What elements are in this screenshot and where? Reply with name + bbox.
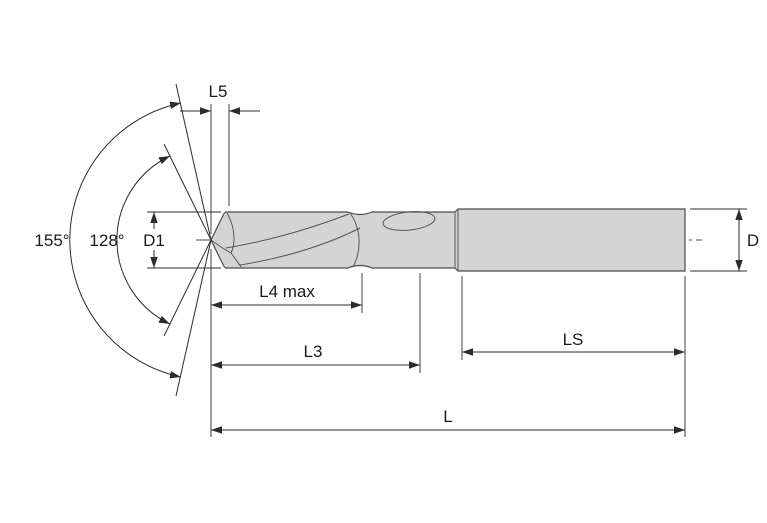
angle-128-arc xyxy=(116,155,171,325)
label-l4-max: L4 max xyxy=(259,282,315,301)
tip-facet-curve xyxy=(226,212,235,254)
flute-runout-curve xyxy=(349,212,360,268)
label-ls: LS xyxy=(563,330,584,349)
dimension-d1: D1 xyxy=(139,211,221,269)
angle-128-line-lower xyxy=(163,239,212,337)
dimension-l: L xyxy=(211,407,685,434)
tip-chisel-edge xyxy=(210,239,242,268)
drill-body xyxy=(210,208,686,272)
d1-label-background xyxy=(139,229,169,250)
label-l5: L5 xyxy=(209,82,228,101)
angle-155-line-lower xyxy=(175,239,212,397)
dimension-ls: LS xyxy=(461,276,685,360)
dimension-angle-155: 155° xyxy=(34,83,212,397)
label-angle-128: 128° xyxy=(89,231,124,250)
angle-155-arc xyxy=(69,101,182,379)
drill-body-outline xyxy=(210,208,686,272)
label-d: D xyxy=(747,231,759,250)
dimension-l4-max: L4 max xyxy=(211,273,363,313)
flute-spiral-upper xyxy=(225,213,350,249)
label-l3: L3 xyxy=(304,342,323,361)
angle-155-line-upper xyxy=(175,83,212,241)
dimension-angle-128: 128° xyxy=(89,143,212,337)
label-d1: D1 xyxy=(143,231,165,250)
flute-spiral-lower xyxy=(239,227,361,266)
label-l: L xyxy=(443,407,452,426)
flute-runout-ellipse xyxy=(382,211,436,231)
dimension-d: D xyxy=(690,208,759,272)
angle-128-line-upper xyxy=(163,143,212,241)
dimension-l3: L3 xyxy=(211,273,421,373)
flute-lines xyxy=(210,211,436,268)
label-angle-155: 155° xyxy=(34,231,69,250)
dimension-l5: L5 xyxy=(180,82,260,234)
